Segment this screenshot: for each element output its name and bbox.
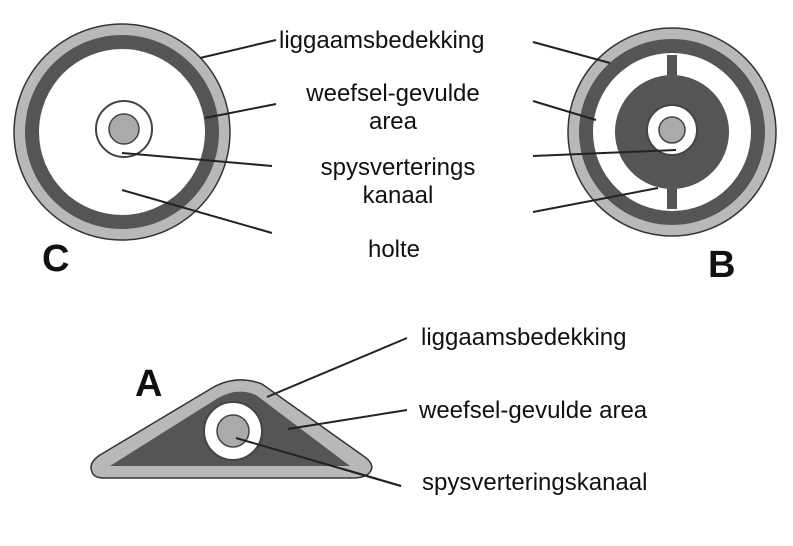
leader-b-gut (532, 149, 677, 157)
leader-b-cavity (532, 187, 659, 213)
leader-a-body-covering (266, 337, 408, 398)
label-tissue-area-top-line1: weefsel-gevulde (306, 80, 480, 107)
leader-c-tissue-area (204, 103, 277, 119)
label-body-covering-bottom: liggaamsbedekking (421, 324, 627, 351)
c-gut-lumen (108, 113, 140, 145)
label-tissue-area-top: weefsel-gevulde area (258, 80, 528, 135)
b-mesentery-top (667, 55, 677, 77)
leader-c-cavity (121, 189, 273, 234)
diagram-c (13, 23, 231, 241)
a-gut-lumen (216, 414, 250, 448)
leader-c-body-covering (199, 39, 277, 59)
leader-c-gut (121, 152, 273, 167)
leader-lines (121, 39, 677, 487)
label-gut-top: spysverterings kanaal (263, 154, 533, 209)
letter-c: C (42, 238, 70, 280)
b-mesentery-bottom (667, 187, 677, 209)
diagram-a (90, 379, 373, 479)
letter-a: A (135, 363, 163, 405)
label-body-covering-top: liggaamsbedekking (279, 27, 485, 54)
label-tissue-area-top-line2: area (368, 107, 418, 135)
leader-a-tissue-area (287, 409, 408, 430)
label-gut-top-line2: kanaal (362, 181, 434, 209)
b-gut-lumen (658, 116, 686, 144)
leader-b-tissue-area (532, 100, 597, 121)
leader-b-body-covering (532, 41, 611, 64)
label-gut-bottom: spysverteringskanaal (422, 469, 648, 496)
label-cavity: holte (367, 236, 421, 263)
label-gut-top-line1: spysverterings (320, 154, 476, 181)
letter-b: B (708, 244, 736, 286)
label-tissue-area-bottom: weefsel-gevulde area (419, 397, 648, 424)
diagram-b (567, 27, 777, 237)
leader-a-gut-2 (342, 468, 402, 487)
